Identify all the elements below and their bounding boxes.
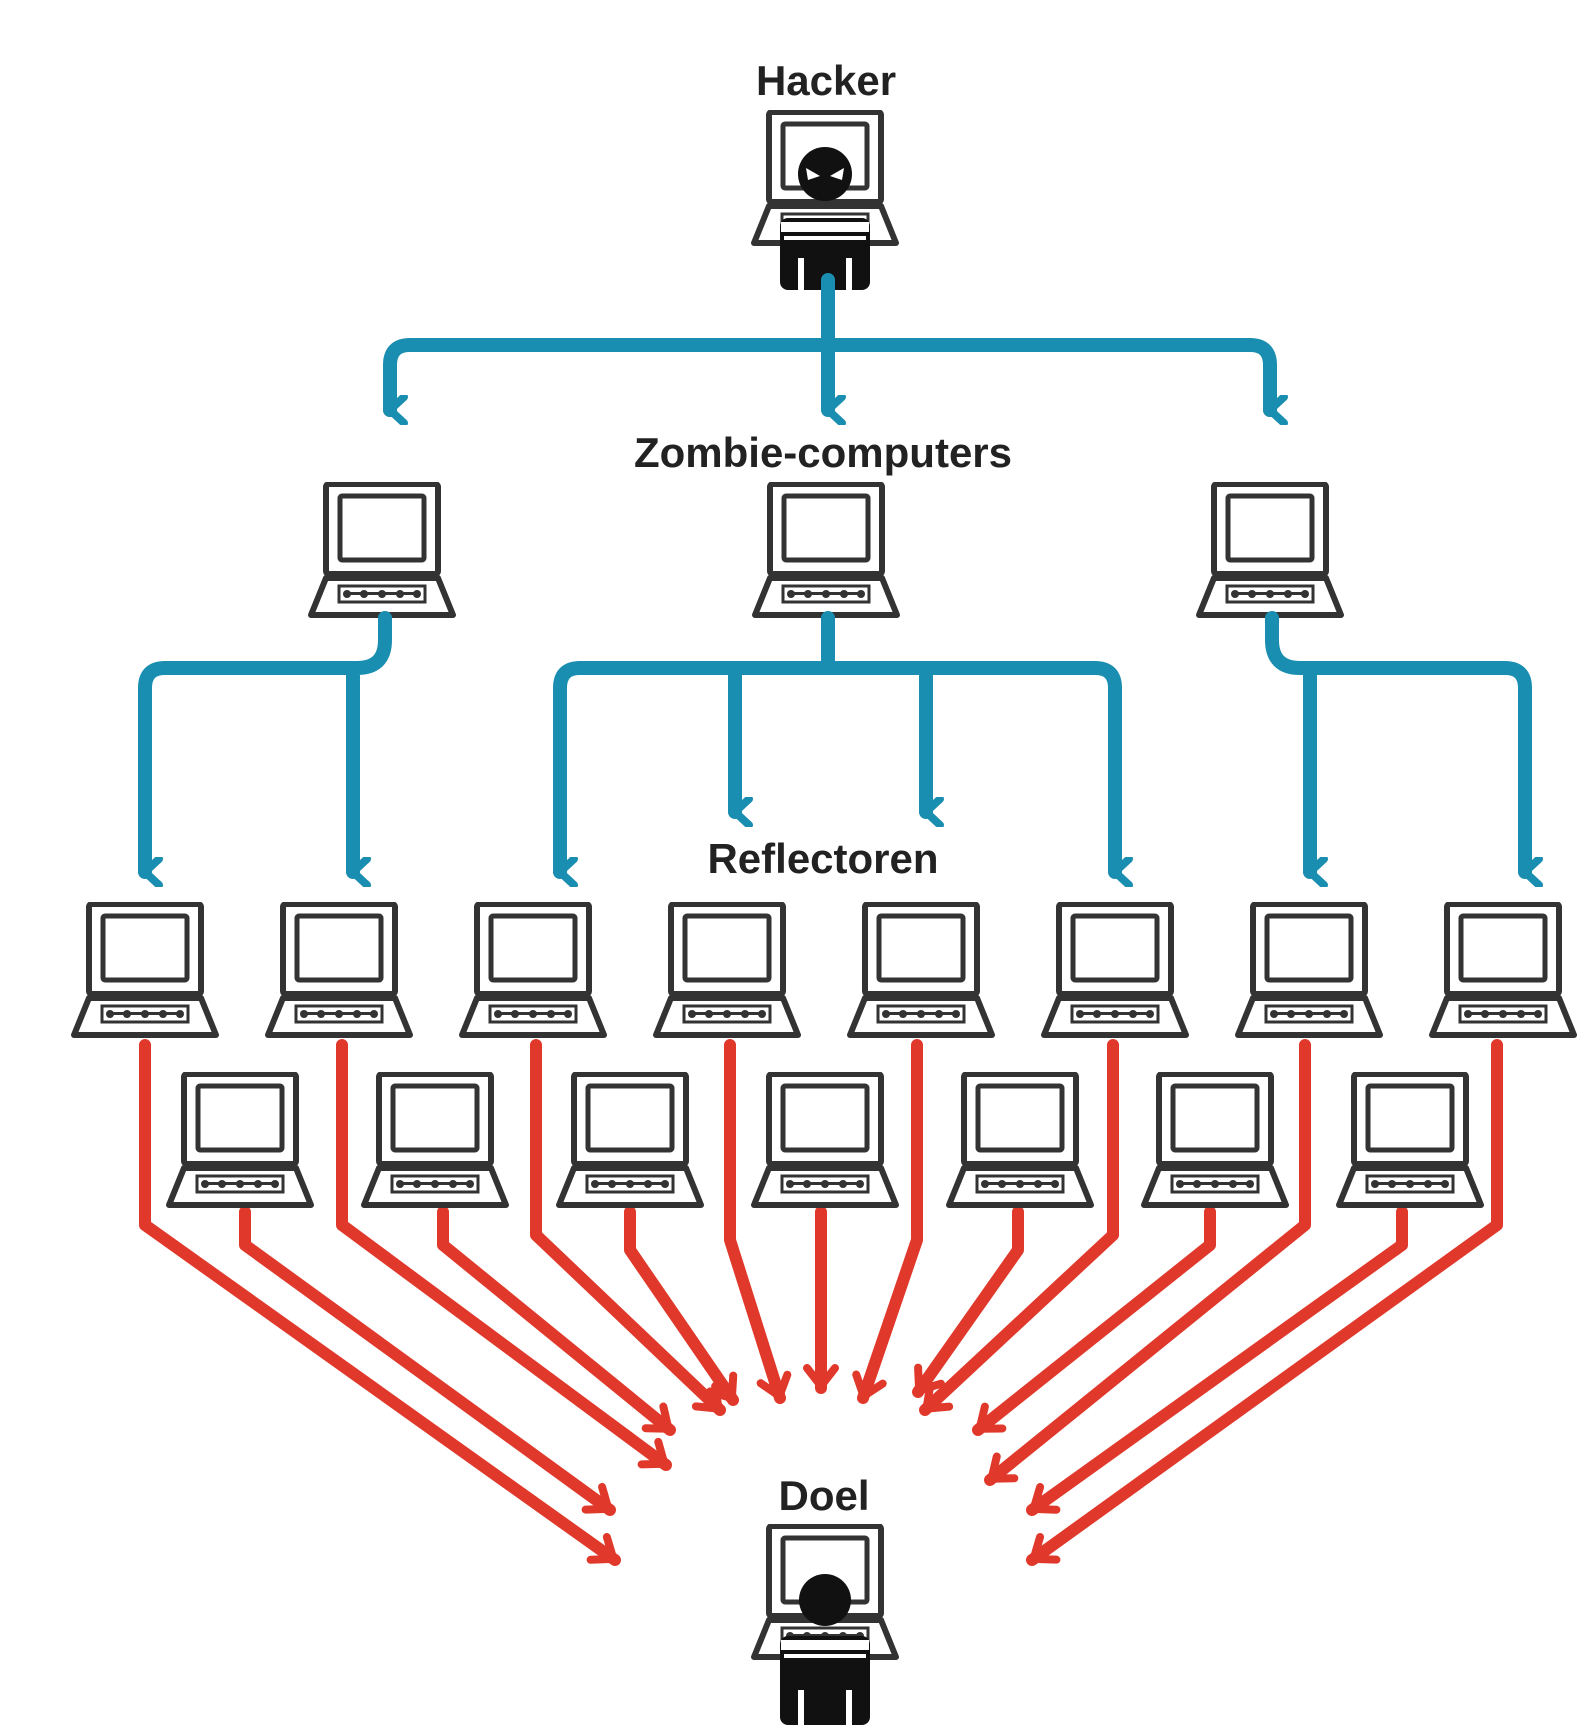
reflectors-back-row bbox=[169, 1074, 1481, 1205]
zombie-computer-1 bbox=[311, 484, 453, 615]
reflector-front-5 bbox=[850, 904, 992, 1035]
reflector-back-3 bbox=[559, 1074, 701, 1205]
reflector-back-2 bbox=[364, 1074, 506, 1205]
attack-arrow-back-1 bbox=[239, 1206, 616, 1516]
attack-arrow-front-2 bbox=[336, 1039, 672, 1471]
attack-arrow-back-3 bbox=[624, 1206, 739, 1406]
reflector-front-2 bbox=[268, 904, 410, 1035]
zombie-computer-3 bbox=[1199, 484, 1341, 615]
hacker-figure-icon bbox=[780, 147, 870, 290]
reflector-front-4 bbox=[656, 904, 798, 1035]
zombie-1-command-tree bbox=[138, 611, 392, 877]
reflector-front-1 bbox=[74, 904, 216, 1035]
attack-arrow-front-3 bbox=[530, 1039, 726, 1416]
attack-arrow-back-2 bbox=[437, 1206, 676, 1436]
attack-arrow-front-7 bbox=[984, 1039, 1311, 1486]
hacker-label: Hacker bbox=[756, 57, 896, 104]
target-node bbox=[754, 1526, 896, 1725]
attack-arrow-front-4 bbox=[724, 1039, 792, 1404]
attack-arrow-back-5 bbox=[912, 1206, 1024, 1398]
attack-arrow-back-6 bbox=[972, 1206, 1216, 1436]
attack-arrow-front-5 bbox=[852, 1039, 923, 1404]
reflector-back-7 bbox=[1339, 1074, 1481, 1205]
reflector-front-7 bbox=[1238, 904, 1380, 1035]
target-label: Doel bbox=[778, 1472, 869, 1519]
reflector-front-3 bbox=[462, 904, 604, 1035]
zombie-3-command-tree bbox=[1265, 611, 1532, 877]
attack-arrow-front-1 bbox=[139, 1039, 621, 1566]
target-figure-icon bbox=[780, 1574, 870, 1725]
command-arrows bbox=[138, 273, 1532, 877]
zombie-computer-2 bbox=[755, 484, 897, 615]
attack-arrow-back-7 bbox=[1026, 1206, 1408, 1516]
reflector-front-8 bbox=[1432, 904, 1574, 1035]
reflector-back-4 bbox=[754, 1074, 896, 1205]
attack-arrow-front-8 bbox=[1026, 1039, 1503, 1566]
reflector-back-5 bbox=[949, 1074, 1091, 1205]
hacker-node bbox=[754, 112, 896, 290]
reflectors-front-row bbox=[74, 904, 1574, 1035]
attack-arrow-front-6 bbox=[919, 1039, 1119, 1416]
zombie-computers bbox=[311, 484, 1341, 615]
reflector-front-6 bbox=[1044, 904, 1186, 1035]
attack-arrows bbox=[139, 1039, 1503, 1566]
reflectors-label: Reflectoren bbox=[707, 835, 938, 882]
zombie-2-command-tree bbox=[553, 611, 1122, 877]
reflector-back-6 bbox=[1144, 1074, 1286, 1205]
reflector-back-1 bbox=[169, 1074, 311, 1205]
zombie-computers-label: Zombie-computers bbox=[634, 429, 1012, 476]
